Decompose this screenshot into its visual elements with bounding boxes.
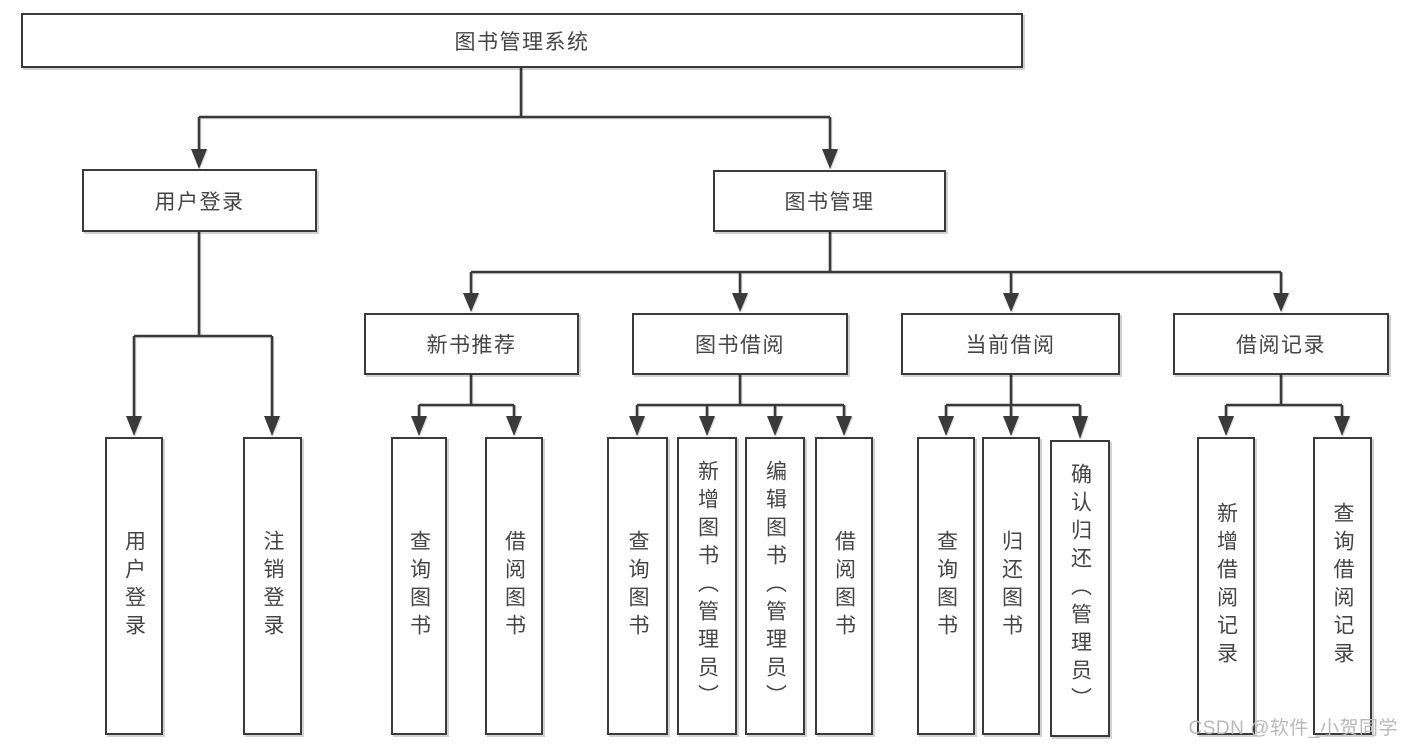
arrow-down-icon	[938, 416, 954, 436]
node-leaf-add-book-admin: 新增图书（管理员）	[677, 437, 737, 735]
node-label: 查询图书	[934, 530, 958, 642]
node-leaf-query-books-1: 查询图书	[391, 437, 447, 735]
node-label: 新增借阅记录	[1214, 502, 1238, 670]
node-label: 新增图书（管理员）	[695, 460, 719, 712]
arrow-down-icons	[126, 149, 1350, 439]
node-label: 编辑图书（管理员）	[763, 460, 787, 712]
arrow-down-icon	[1218, 416, 1234, 436]
arrow-down-icon	[506, 416, 522, 436]
arrow-down-icon	[1003, 416, 1019, 436]
arrow-down-icon	[264, 416, 280, 436]
arrow-down-icon	[732, 293, 748, 312]
node-leaf-query-borrow-record: 查询借阅记录	[1313, 437, 1372, 735]
arrow-down-icon	[463, 293, 479, 312]
node-label: 图书管理	[784, 191, 875, 214]
arrow-down-icon	[836, 416, 852, 436]
node-label: 图书管理系统	[454, 30, 590, 54]
node-label: 借阅图书	[832, 530, 856, 642]
node-book-management-group: 图书管理	[713, 170, 946, 232]
arrow-down-icon	[1072, 416, 1088, 439]
node-label: 新书推荐	[426, 334, 517, 357]
arrow-down-icon	[191, 149, 207, 169]
node-label: 当前借阅	[965, 334, 1056, 357]
node-label: 查询图书	[626, 530, 649, 642]
node-leaf-user-login: 用户登录	[105, 437, 163, 735]
node-borrow-records: 借阅记录	[1173, 313, 1389, 375]
node-leaf-query-books-2: 查询图书	[607, 437, 668, 735]
arrow-down-icon	[822, 149, 838, 169]
node-label: 图书借阅	[695, 334, 785, 357]
node-label: 注销登录	[261, 530, 284, 642]
node-leaf-logout: 注销登录	[243, 437, 302, 735]
node-label: 借阅记录	[1236, 334, 1326, 357]
node-label: 查询图书	[407, 530, 431, 642]
arrow-down-icon	[411, 416, 427, 436]
node-leaf-return-book: 归还图书	[982, 437, 1040, 735]
arrow-down-icon	[126, 416, 142, 436]
node-label: 查询借阅记录	[1331, 502, 1354, 670]
node-label: 用户登录	[122, 530, 146, 642]
node-label: 归还图书	[999, 530, 1023, 642]
node-label: 用户登录	[154, 190, 245, 214]
connector-paths	[132, 68, 1344, 423]
arrow-down-icon	[767, 416, 783, 436]
csdn-watermark: CSDN @软件_小贺同学	[1188, 718, 1398, 739]
arrow-down-icon	[1003, 293, 1019, 312]
node-new-book-recommend: 新书推荐	[364, 313, 579, 375]
node-label: 借阅图书	[502, 530, 526, 642]
node-leaf-query-books-3: 查询图书	[917, 437, 975, 735]
node-leaf-borrow-books-2: 借阅图书	[815, 437, 873, 735]
node-book-borrow: 图书借阅	[632, 313, 848, 375]
arrow-down-icon	[1334, 416, 1350, 436]
node-root-system: 图书管理系统	[21, 13, 1023, 68]
arrow-down-icon	[1273, 293, 1289, 312]
node-leaf-confirm-return-admin: 确认归还（管理员）	[1050, 440, 1110, 737]
node-leaf-edit-book-admin: 编辑图书（管理员）	[745, 437, 805, 735]
arrow-down-icon	[699, 416, 715, 436]
arrow-down-icon	[629, 416, 645, 436]
node-label: 确认归还（管理员）	[1068, 462, 1092, 715]
node-leaf-borrow-books-1: 借阅图书	[485, 437, 543, 735]
node-current-borrow: 当前借阅	[901, 313, 1120, 375]
node-user-login-group: 用户登录	[82, 169, 317, 232]
node-leaf-add-borrow-record: 新增借阅记录	[1197, 437, 1255, 735]
